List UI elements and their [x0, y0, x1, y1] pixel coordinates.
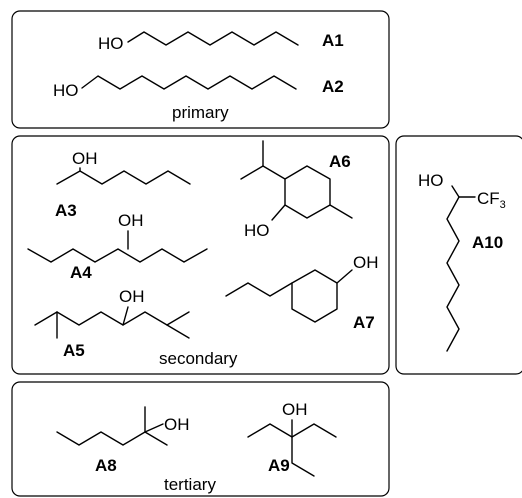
- molecule-a10: HO CF3 A10: [418, 171, 506, 352]
- category-primary: primary: [172, 103, 229, 122]
- molecule-a4: OH A4: [27, 211, 208, 282]
- bonds-a5-main: [34, 311, 190, 326]
- atom-oh-a9: OH: [282, 400, 308, 419]
- label-a2: A2: [322, 77, 344, 96]
- molecule-a6: HO A6: [240, 140, 353, 240]
- ring-a6: [284, 165, 331, 219]
- bond-a7-oh: [336, 269, 353, 284]
- atom-oh-a5: OH: [119, 287, 145, 306]
- bonds-a9-left-ethyl: [247, 423, 293, 438]
- atom-ho-a6: HO: [244, 221, 270, 240]
- ring-a7: [291, 269, 338, 323]
- molecule-a7: OH A7: [225, 253, 379, 332]
- label-a9: A9: [268, 456, 290, 475]
- molecule-a5: OH A5: [34, 287, 190, 360]
- bond-a10-oh: [451, 185, 460, 198]
- atom-ho-a2: HO: [53, 81, 79, 100]
- bond-a6-ipr-me2: [240, 165, 264, 180]
- category-tertiary: tertiary: [164, 475, 216, 494]
- atom-oh-a8: OH: [164, 415, 190, 434]
- bonds-a10-chain: [446, 196, 460, 352]
- label-a4: A4: [70, 263, 92, 282]
- bonds-a7-propyl: [225, 282, 293, 297]
- molecule-a9: OH A9: [247, 400, 337, 477]
- label-a1: A1: [322, 31, 344, 50]
- bonds-a9-right-ethyl: [291, 423, 337, 438]
- molecule-a2: HO A2: [53, 75, 344, 100]
- panel-trifluoro: [395, 135, 522, 375]
- panel-primary: [11, 10, 390, 129]
- bond-a5-oh: [122, 306, 129, 326]
- label-a3: A3: [55, 201, 77, 220]
- bonds-a4: [27, 248, 208, 263]
- bonds-a1: [127, 31, 299, 46]
- label-a5: A5: [63, 341, 85, 360]
- bond-a5-methyl-right: [166, 324, 190, 339]
- bond-a6-oh: [271, 204, 286, 221]
- atom-oh-a3: OH: [72, 149, 98, 168]
- bond-a6-methyl: [329, 204, 353, 219]
- panel-tertiary: [11, 381, 390, 497]
- molecule-a3: OH A3: [55, 149, 191, 220]
- bonds-a3: [56, 170, 191, 185]
- bonds-a8-main: [56, 431, 168, 446]
- label-a8: A8: [95, 456, 117, 475]
- label-a6: A6: [329, 152, 351, 171]
- atom-ho-a10: HO: [418, 171, 444, 190]
- label-a10: A10: [472, 233, 503, 252]
- bonds-a2: [81, 75, 297, 90]
- bonds-a9-down-ethyl: [291, 436, 315, 477]
- bond-a6-isopropyl: [262, 165, 286, 180]
- atom-cf3-a10: CF3: [477, 189, 506, 211]
- bond-a8-oh: [144, 423, 164, 433]
- category-secondary: secondary: [159, 349, 238, 368]
- atom-oh-a7: OH: [353, 253, 379, 272]
- atom-oh-a4: OH: [118, 211, 144, 230]
- atom-ho-a1: HO: [98, 34, 124, 53]
- label-a7: A7: [353, 313, 375, 332]
- molecule-a1: HO A1: [98, 31, 344, 53]
- panel-secondary: [11, 135, 390, 375]
- molecule-a8: OH A8: [56, 406, 190, 475]
